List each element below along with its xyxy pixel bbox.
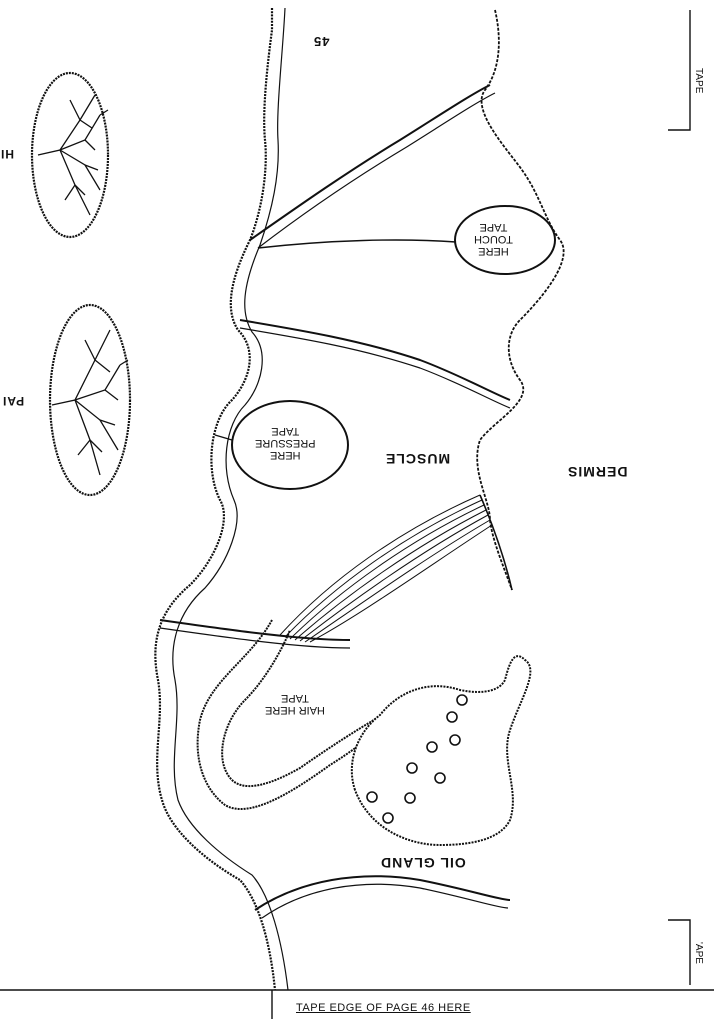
page-number: 45 — [313, 34, 329, 49]
tape-pressure-label: HERE PRESSURE TAPE — [255, 425, 316, 461]
tape-touch-line3: HERE — [474, 245, 513, 257]
tape-touch-line1: TAPE — [474, 221, 513, 233]
label-muscle: MUSCLE — [385, 451, 450, 467]
bottom-tape-edge-text: TAPE EDGE OF PAGE 46 HERE — [296, 1002, 471, 1014]
tape-pressure-line3: HERE — [255, 449, 316, 461]
tape-pressure-line1: TAPE — [255, 425, 316, 437]
side-tape-top: TAPE — [693, 68, 704, 93]
epidermis-edge — [155, 8, 275, 990]
tape-touch-line2: TOUCH — [474, 233, 513, 245]
tape-hair-label: HAIR HERE TAPE — [265, 692, 325, 716]
oil-gland-shape — [352, 656, 531, 845]
nerve-ending-hi — [32, 73, 108, 237]
side-tape-bottom: 'APE — [693, 942, 704, 964]
label-dermis: DERMIS — [567, 464, 627, 480]
tape-hair-line2: HAIR HERE — [265, 704, 325, 716]
tape-pressure-line2: PRESSURE — [255, 437, 316, 449]
label-hi-partial: HI — [0, 147, 14, 161]
nerve-ending-pain — [50, 305, 130, 495]
label-pain-partial: PAI — [2, 394, 24, 408]
tape-hair-line1: TAPE — [265, 692, 325, 704]
dermis-right-edge — [477, 10, 563, 590]
tape-touch-label: HERE TOUCH TAPE — [474, 221, 513, 257]
label-oil-gland: OIL GLAND — [380, 855, 466, 871]
muscle-fibers — [280, 495, 492, 642]
